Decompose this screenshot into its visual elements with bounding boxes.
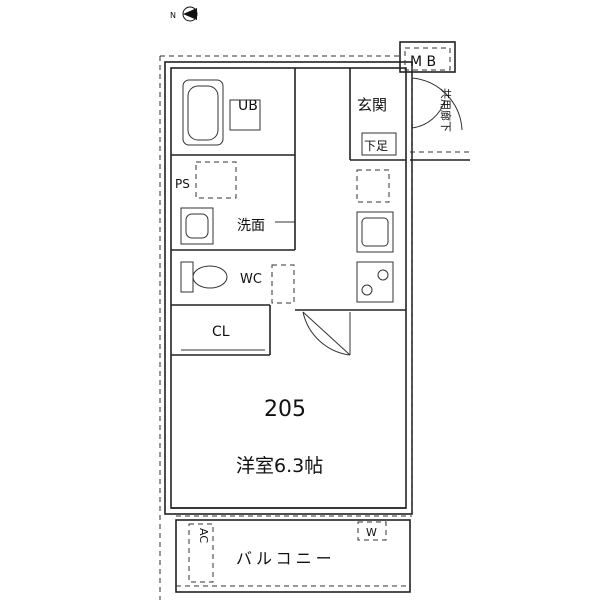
meter-box: M B (399, 41, 456, 73)
balcony (175, 515, 412, 593)
partitions (171, 68, 406, 509)
mb-label: M B (410, 54, 436, 70)
washroom-label: 洗面 (237, 218, 265, 234)
balcony-label: バルコニー (236, 549, 336, 568)
room-label: 洋室6.3帖 (236, 455, 323, 477)
unit-number: 205 (264, 397, 306, 422)
outer-walls (159, 55, 413, 600)
sink-icon (180, 207, 214, 245)
stove-icon (356, 261, 394, 303)
shoe-box-label: 下足 (364, 139, 388, 153)
entrance-door (410, 77, 470, 161)
fridge-space (356, 169, 390, 203)
wc-label: WC (240, 272, 262, 287)
corridor-label: 共用廊下 (439, 88, 453, 132)
ub-label: UB (238, 98, 258, 114)
bathtub-icon (182, 79, 224, 146)
north-arrow-icon: N (170, 6, 198, 22)
ps-label: PS (175, 177, 190, 191)
ac-label: AC (197, 528, 210, 543)
room-door (302, 311, 351, 356)
entrance-label: 玄関 (357, 96, 387, 114)
closet-label: CL (212, 324, 230, 340)
kitchen-sink-icon (356, 211, 394, 253)
washer-label: W (366, 526, 377, 539)
north-label: N (170, 11, 176, 20)
toilet-icon (180, 261, 228, 293)
